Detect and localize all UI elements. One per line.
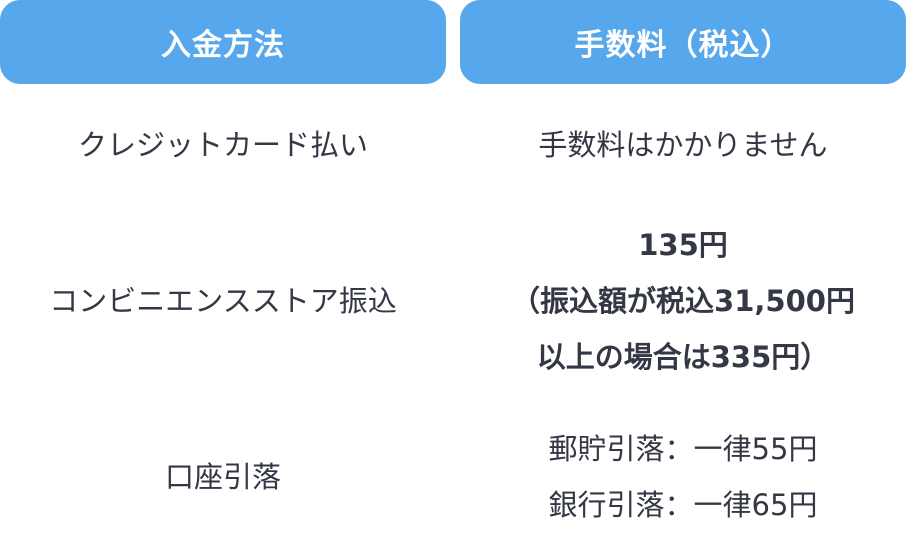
fee-cell: 手数料はかかりません bbox=[460, 90, 906, 200]
fee-text: 135円 bbox=[638, 228, 728, 262]
fee-bank-debit: 銀行引落：一律65円 bbox=[548, 488, 818, 522]
fee-cell: 郵貯引落：一律55円 銀行引落：一律65円 bbox=[460, 402, 906, 552]
header-fee-label: 手数料（税込） bbox=[574, 28, 792, 63]
header-fee: 手数料（税込） bbox=[460, 0, 906, 84]
method-cell: クレジットカード払い bbox=[0, 90, 446, 200]
table-row: 口座引落 郵貯引落：一律55円 銀行引落：一律65円 bbox=[0, 402, 906, 552]
fee-note: （振込額が税込31,500円 bbox=[511, 284, 855, 318]
fee-text: 手数料はかかりません bbox=[538, 128, 828, 162]
table-header-row: 入金方法 手数料（税込） bbox=[0, 0, 906, 84]
fee-note: 以上の場合は335円） bbox=[536, 340, 830, 374]
method-credit-card: クレジットカード払い bbox=[77, 128, 368, 162]
method-convenience-store: コンビニエンスストア振込 bbox=[49, 284, 397, 318]
table-row: クレジットカード払い 手数料はかかりません bbox=[0, 90, 906, 200]
method-cell: 口座引落 bbox=[0, 402, 446, 552]
header-payment-method-label: 入金方法 bbox=[161, 28, 285, 63]
method-cell: コンビニエンスストア振込 bbox=[0, 206, 446, 396]
table-row: コンビニエンスストア振込 135円 （振込額が税込31,500円 以上の場合は3… bbox=[0, 206, 906, 396]
fee-postal-debit: 郵貯引落：一律55円 bbox=[548, 432, 818, 466]
header-payment-method: 入金方法 bbox=[0, 0, 446, 84]
fee-cell: 135円 （振込額が税込31,500円 以上の場合は335円） bbox=[460, 206, 906, 396]
method-bank-debit: 口座引落 bbox=[164, 460, 281, 494]
